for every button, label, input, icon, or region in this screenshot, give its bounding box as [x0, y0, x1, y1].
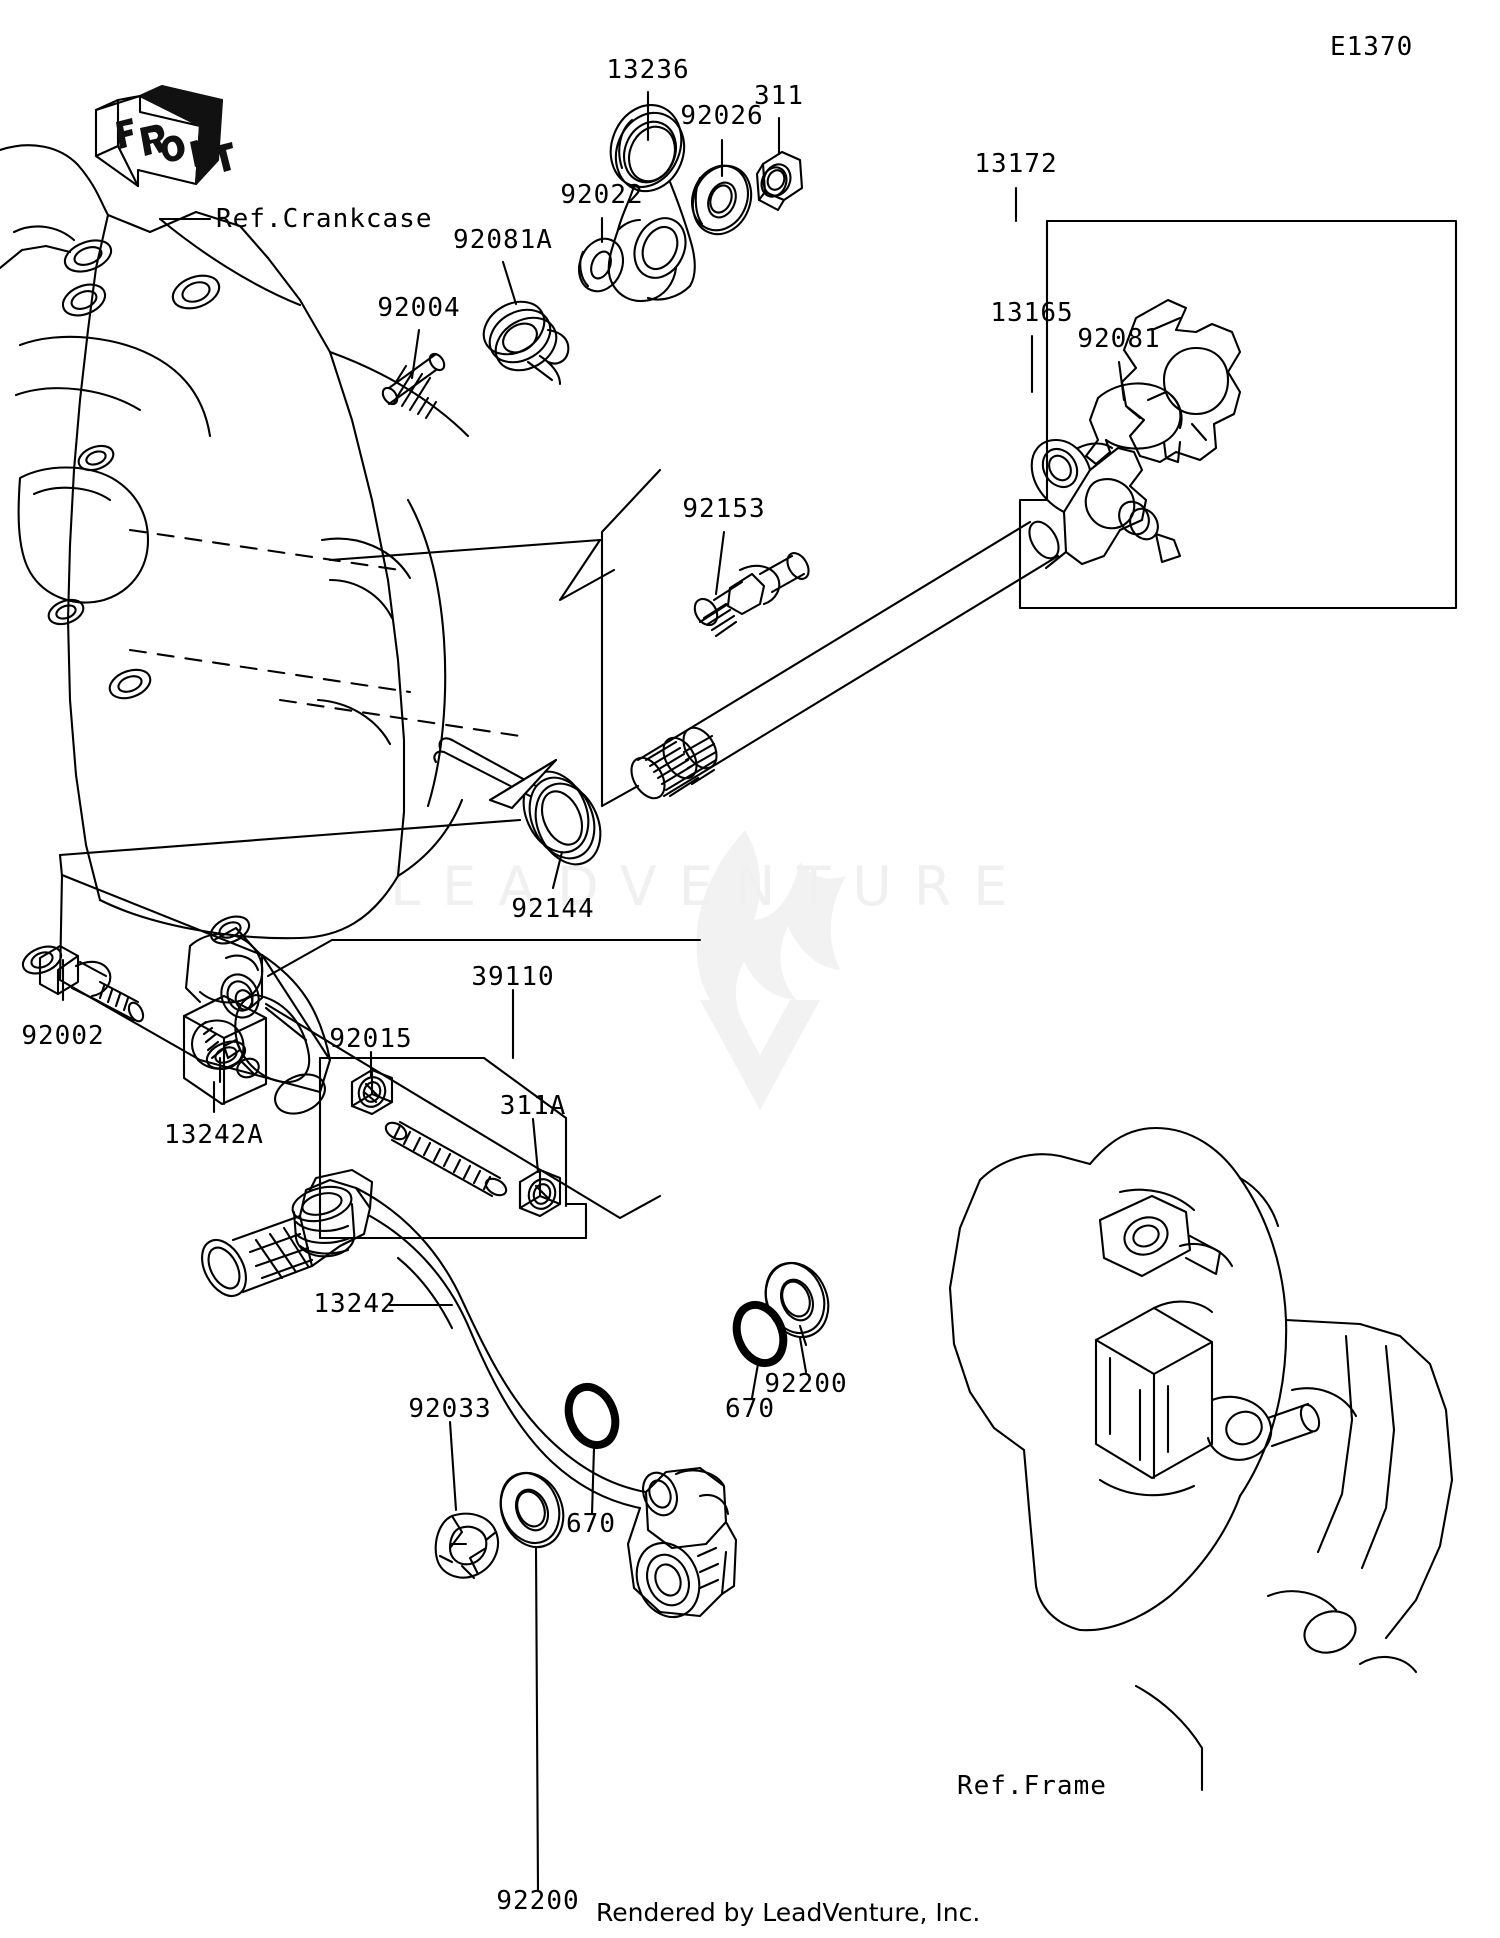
- callout-92004: 92004: [377, 293, 461, 323]
- shim-washer-92026: [691, 164, 753, 236]
- cam-plate-13165: [1120, 298, 1242, 464]
- callout-311: 311: [754, 81, 804, 111]
- callout-670-upper: 670: [725, 1394, 775, 1424]
- crankcase-outline: [0, 144, 522, 1115]
- callout-13172: 13172: [974, 149, 1058, 179]
- callout-92026: 92026: [680, 101, 764, 131]
- callout-13242: 13242: [313, 1289, 397, 1319]
- front-arrow-icon: [94, 84, 233, 188]
- callout-92200-upper: 92200: [764, 1369, 848, 1399]
- pawl-spring-92081: [1084, 382, 1183, 466]
- ref-frame-label: Ref.Frame: [957, 1771, 1107, 1801]
- callout-92081: 92081: [1077, 324, 1161, 354]
- callout-92081a: 92081A: [453, 225, 553, 255]
- shift-shaft-arm: [1030, 438, 1182, 570]
- o-ring-670-lower: [564, 1382, 620, 1450]
- return-spring-92081A: [482, 300, 570, 386]
- diagram-id: E1370: [1330, 32, 1414, 62]
- plain-washer-92200-lower: [499, 1471, 565, 1892]
- callout-13242a: 13242A: [164, 1120, 264, 1150]
- hex-nut-311a: [518, 1168, 562, 1218]
- leader-670-lower: [590, 1446, 596, 1516]
- shift-shaft-rod: [630, 520, 1060, 800]
- plain-washer-92200-upper: [764, 1261, 830, 1374]
- washer-92022: [578, 237, 624, 293]
- callout-92144: 92144: [511, 894, 595, 924]
- callout-670-lower: 670: [566, 1509, 616, 1539]
- callout-92033: 92033: [408, 1394, 492, 1424]
- shift-rod-joint-13242A: [182, 926, 268, 1106]
- callout-92022: 92022: [560, 180, 644, 210]
- ref-frame-outline: [948, 1126, 1454, 1792]
- callout-311a: 311A: [499, 1091, 567, 1121]
- callout-92200-lower: 92200: [496, 1886, 580, 1916]
- callout-13236: 13236: [606, 55, 690, 85]
- leader-13242a-up: [266, 938, 334, 978]
- hex-nut-311: [755, 150, 804, 212]
- callout-39110: 39110: [471, 962, 555, 992]
- shift-arm-lever-13236: [607, 103, 696, 302]
- callout-92002: 92002: [21, 1021, 105, 1051]
- footer-credit: Rendered by LeadVenture, Inc.: [596, 1898, 981, 1927]
- snap-ring-e-clip-92033: [434, 1512, 500, 1580]
- callout-92015: 92015: [329, 1024, 413, 1054]
- flange-bolt-92153: [693, 552, 810, 638]
- ref-crankcase-label: Ref.Crankcase: [216, 204, 433, 234]
- flame-watermark-icon: [696, 830, 846, 1110]
- callout-92153: 92153: [682, 494, 766, 524]
- callout-13165: 13165: [990, 298, 1074, 328]
- pinch-bolt-92002: [38, 944, 145, 1023]
- assembly-guide-lines: [58, 468, 662, 878]
- leader-670-upper: [750, 1362, 760, 1400]
- tie-rod-threaded: [384, 1120, 508, 1198]
- assembly-box-39110: [318, 1056, 588, 1240]
- gear-change-pedal-13242: [201, 1168, 738, 1619]
